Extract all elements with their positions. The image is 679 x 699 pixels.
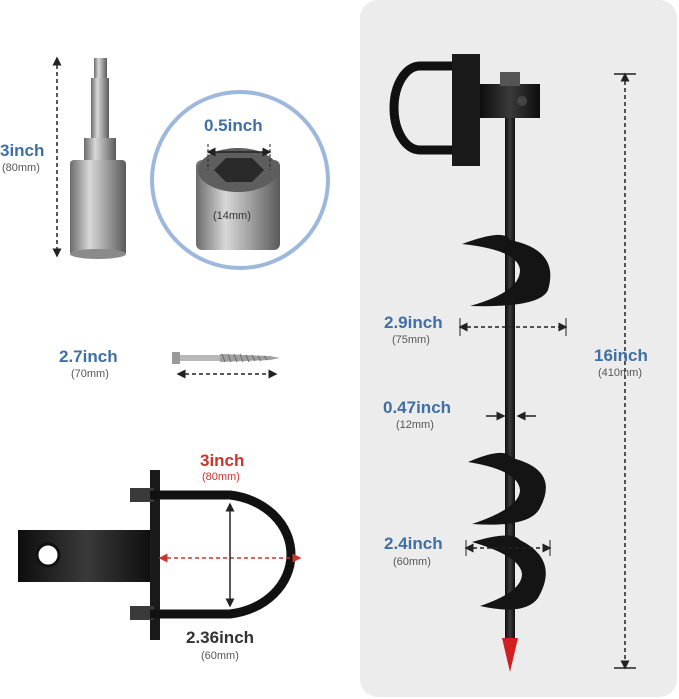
top-flight-metric: (75mm) — [392, 334, 430, 346]
socket-inner-label: 0.5inch — [204, 116, 263, 135]
u-bolt-width-label: 3inch — [200, 451, 245, 470]
u-bolt-height-label: 2.36inch — [186, 628, 255, 647]
u-bolt-bracket-icon — [18, 470, 302, 640]
socket-height-label: 3inch — [0, 141, 45, 160]
u-bolt-height-metric: (60mm) — [201, 650, 239, 662]
shaft-diameter-label: 0.47inch — [383, 398, 452, 417]
auger-icon — [389, 54, 636, 672]
socket-inner-metric: (14mm) — [213, 210, 251, 222]
screw-length-metric: (70mm) — [71, 368, 109, 380]
socket-height-metric: (80mm) — [2, 162, 40, 174]
bottom-flight-label: 2.4inch — [384, 534, 443, 553]
auger-length-label: 16inch — [594, 346, 648, 365]
socket-closeup-icon — [150, 90, 330, 270]
bottom-flight-metric: (60mm) — [393, 556, 431, 568]
auger-length-metric: (410mm) — [598, 367, 643, 379]
socket-bit-icon — [52, 56, 126, 259]
screw-length-label: 2.7inch — [59, 347, 118, 366]
screw-icon — [172, 352, 280, 379]
u-bolt-width-metric: (80mm) — [202, 471, 240, 483]
top-flight-label: 2.9inch — [384, 313, 443, 332]
shaft-diameter-metric: (12mm) — [396, 419, 434, 431]
